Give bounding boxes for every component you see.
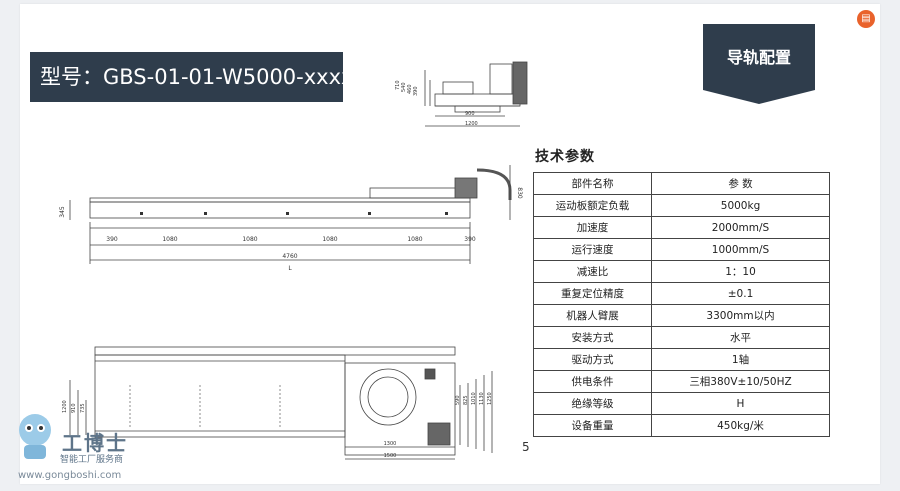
side-view-drawing: 345 830 390 1080 1080 1080 1080 390 4760…: [59, 165, 523, 272]
top-view-drawing: 1200 910 735 590 825 1010 1130 1250 1300…: [62, 346, 493, 460]
table-row: 加速度 2000mm/S: [533, 216, 830, 239]
param-value: 1000mm/S: [651, 238, 830, 261]
section-tag: 导轨配置: [726, 48, 791, 67]
param-name: 运行速度: [533, 238, 652, 261]
end-dim-0: 710: [395, 80, 401, 90]
param-name: 加速度: [533, 216, 652, 239]
model-title: 型号：GBS-01-01-W5000-xxxx: [30, 52, 353, 102]
param-name: 设备重量: [533, 414, 652, 437]
param-name: 减速比: [533, 260, 652, 283]
top-left-dim-2: 735: [80, 403, 86, 413]
side-seg-dim-5: 390: [464, 236, 476, 243]
side-total-dim: 4760: [282, 253, 297, 260]
side-seg-dim-0: 390: [106, 236, 118, 243]
top-left-dim-1: 910: [71, 403, 77, 413]
side-height-dim-1: 830: [516, 187, 523, 199]
side-height-dim-0: 345: [59, 206, 66, 218]
spec-table: 部件名称 参 数 运动板额定负载 5000kg 加速度 2000mm/S 运行速…: [533, 172, 830, 437]
param-name: 绝缘等级: [533, 392, 652, 415]
top-bottom-dim-0: 1300: [384, 441, 397, 447]
top-right-dim-0: 590: [455, 395, 461, 405]
param-name: 运动板额定负载: [533, 194, 652, 217]
param-value: 水平: [651, 326, 830, 349]
param-value: 5000kg: [651, 194, 830, 217]
table-row: 设备重量 450kg/米: [533, 414, 830, 437]
document-icon[interactable]: ▤: [857, 10, 875, 28]
page-number: 5: [522, 440, 530, 454]
param-value: 1轴: [651, 348, 830, 371]
side-seg-dim-3: 1080: [322, 236, 337, 243]
param-value: 3300mm以内: [651, 304, 830, 327]
side-seg-dim-4: 1080: [407, 236, 422, 243]
param-value: 1：10: [651, 260, 830, 283]
param-name: 安装方式: [533, 326, 652, 349]
watermark-brand: 工博士: [62, 431, 128, 455]
end-dim-2: 460: [407, 84, 413, 94]
side-seg-dim-2: 1080: [242, 236, 257, 243]
param-name: 机器人臂展: [533, 304, 652, 327]
end-view-drawing: 710 540 460 390 900 1200: [395, 61, 528, 127]
table-row: 驱动方式 1轴: [533, 348, 830, 371]
top-right-dim-3: 1130: [479, 392, 485, 405]
end-dim-4: 900: [465, 111, 475, 117]
end-dim-5: 1200: [465, 121, 478, 127]
side-length-label: L: [288, 265, 292, 272]
param-name: 驱动方式: [533, 348, 652, 371]
table-row: 供电条件 三相380V±10/50HZ: [533, 370, 830, 393]
top-right-dim-4: 1250: [487, 392, 493, 405]
top-right-dim-2: 1010: [471, 392, 477, 405]
param-value: 2000mm/S: [651, 216, 830, 239]
table-row: 绝缘等级 H: [533, 392, 830, 415]
param-value: ±0.1: [651, 282, 830, 305]
table-row: 减速比 1：10: [533, 260, 830, 283]
table-header-row: 部件名称 参 数: [533, 172, 830, 195]
end-dim-3: 390: [413, 86, 419, 96]
tech-params-heading: 技术参数: [535, 149, 595, 165]
table-row: 运行速度 1000mm/S: [533, 238, 830, 261]
table-row: 运动板额定负载 5000kg: [533, 194, 830, 217]
top-left-dim-0: 1200: [62, 400, 68, 413]
param-value: 450kg/米: [651, 414, 830, 437]
top-right-dim-1: 825: [463, 395, 469, 405]
param-name: 供电条件: [533, 370, 652, 393]
end-dim-1: 540: [401, 82, 407, 92]
mascot-icon: [19, 414, 51, 459]
header-cell: 参 数: [651, 172, 830, 195]
side-seg-dim-1: 1080: [162, 236, 177, 243]
param-name: 重复定位精度: [533, 282, 652, 305]
table-row: 重复定位精度 ±0.1: [533, 282, 830, 305]
param-value: H: [651, 392, 830, 415]
table-row: 安装方式 水平: [533, 326, 830, 349]
param-value: 三相380V±10/50HZ: [651, 370, 830, 393]
section-ribbon: [703, 24, 815, 104]
table-row: 机器人臂展 3300mm以内: [533, 304, 830, 327]
top-bottom-dim-1: 1500: [384, 453, 397, 459]
header-cell: 部件名称: [533, 172, 652, 195]
watermark-tagline: 智能工厂服务商: [60, 455, 124, 465]
watermark-url: www.gongboshi.com: [18, 470, 122, 481]
